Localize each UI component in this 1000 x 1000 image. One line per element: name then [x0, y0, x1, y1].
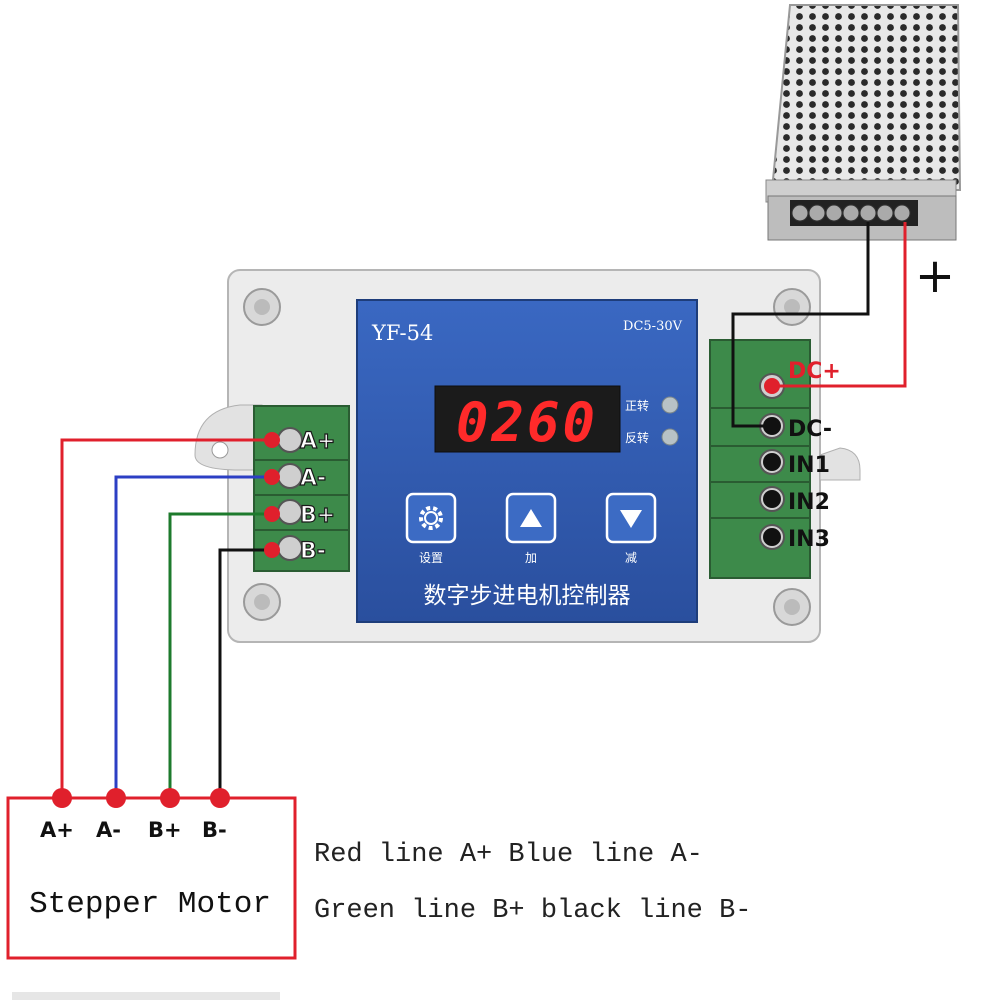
subtract-button-label: 减: [625, 551, 637, 565]
forward-indicator-led: [661, 396, 679, 414]
bottom-divider: [12, 992, 280, 1000]
power-supply: + -: [765, 4, 962, 304]
model-label: YF-54: [371, 321, 433, 345]
stepper-motor-box: A+ A- B+ B- Stepper Motor: [6, 788, 297, 960]
terminal-label-in2: IN2: [788, 490, 830, 515]
blue-wire: [114, 475, 272, 798]
motor-terminal-b-plus: B+: [148, 818, 182, 842]
settings-button[interactable]: [405, 492, 457, 544]
legend-line-1: Red line A+ Blue line A-: [314, 840, 703, 870]
power-wires: [731, 222, 907, 428]
add-button[interactable]: [505, 492, 557, 544]
terminal-label-b-minus: B-: [300, 539, 326, 564]
motor-wires: [60, 438, 272, 798]
led-reverse-label: 反转: [625, 430, 649, 445]
left-terminal-labels: A+ A- B+ B-: [299, 428, 336, 564]
red-wire: [60, 438, 272, 798]
terminal-label-a-minus: A-: [300, 466, 326, 491]
green-wire: [168, 512, 272, 798]
legend-line-2: Green line B+ black line B-: [314, 896, 752, 926]
motor-terminal-b-minus: B-: [202, 818, 227, 842]
right-terminal-block: [709, 339, 811, 579]
voltage-label: DC5-30V: [623, 319, 683, 334]
dc-plus-wire: [772, 222, 907, 388]
terminal-label-in3: IN3: [788, 527, 830, 552]
dc-minus-wire: [731, 222, 870, 428]
psu-plus-label: +: [915, 248, 955, 304]
control-panel: YF-54 DC5-30V 0260 正转 反转 设置 加 减 数字步进电机控制…: [356, 299, 698, 623]
terminal-label-in1: IN1: [788, 453, 830, 478]
right-terminal-labels: DC- IN1 IN2 IN3: [788, 417, 832, 552]
motor-title: Stepper Motor: [29, 887, 271, 922]
subtract-button[interactable]: [605, 492, 657, 544]
add-button-label: 加: [525, 551, 537, 565]
triangle-up-icon: [520, 509, 542, 527]
led-display: [434, 385, 621, 453]
connection-dots: [264, 378, 781, 558]
triangle-down-icon: [620, 510, 642, 528]
settings-button-label: 设置: [419, 551, 443, 565]
display-value: 0260: [456, 391, 598, 454]
motor-terminal-a-minus: A-: [96, 818, 121, 842]
terminal-label-dc-plus: DC+: [788, 359, 841, 384]
led-forward-label: 正转: [625, 398, 649, 413]
terminal-label-a-plus: A+: [300, 429, 335, 454]
black-wire: [218, 548, 272, 798]
motor-terminal-a-plus: A+: [40, 818, 74, 842]
product-name: 数字步进电机控制器: [424, 583, 631, 609]
gear-icon: [419, 506, 443, 530]
power-terminal-block: [790, 200, 918, 226]
terminal-label-b-plus: B+: [300, 503, 335, 528]
terminal-label-dc-minus: DC-: [788, 417, 832, 442]
reverse-indicator-led: [661, 428, 679, 446]
